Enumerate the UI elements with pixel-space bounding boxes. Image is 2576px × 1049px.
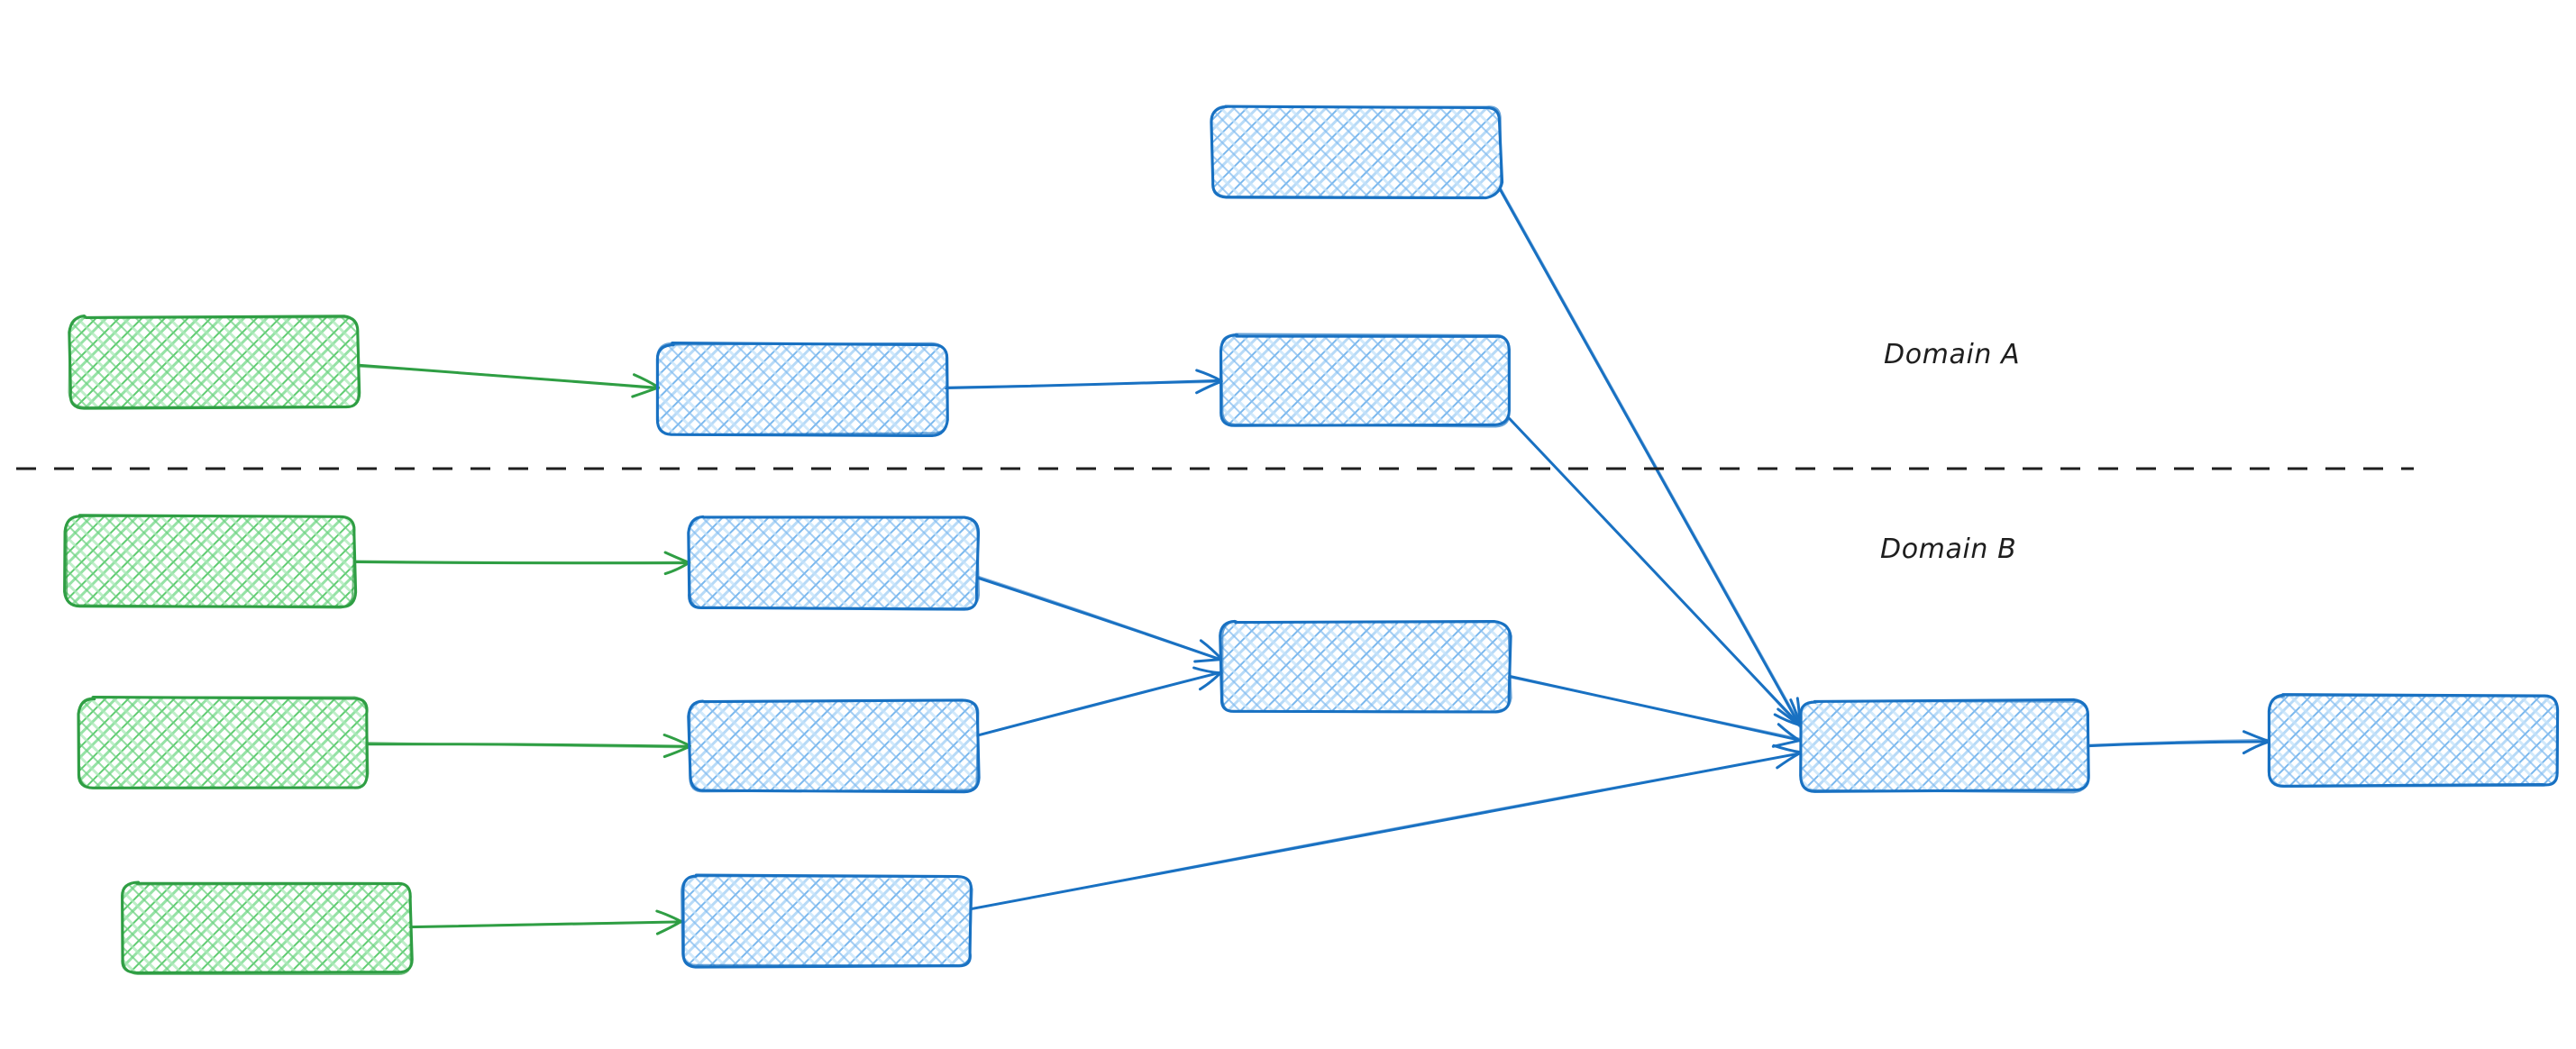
nodes-layer <box>63 105 2560 976</box>
node-a-process-1[interactable] <box>655 342 949 438</box>
edge-a-process-1-to-a-process-2 <box>944 369 1223 395</box>
edge-b-source-1-to-b-process-1 <box>352 551 691 576</box>
domain-b-label: Domain B <box>1880 534 2017 565</box>
edge-b-source-2-to-b-process-2 <box>366 734 691 759</box>
node-a-process-3[interactable] <box>1210 105 1504 200</box>
node-b-merge-1[interactable] <box>1219 619 1512 714</box>
edge-a-source-1-to-a-process-1 <box>357 363 660 398</box>
node-b-source-2[interactable] <box>77 696 370 789</box>
node-a-process-2[interactable] <box>1219 333 1511 428</box>
node-b-source-1[interactable] <box>63 514 358 609</box>
node-b-source-3[interactable] <box>121 880 414 976</box>
edge-b-process-3-to-b-sink-1 <box>969 743 1802 911</box>
node-b-process-1[interactable] <box>687 515 981 611</box>
edge-b-sink-1-to-b-sink-2 <box>2087 730 2270 755</box>
node-b-sink-1[interactable] <box>1799 698 2090 794</box>
edge-b-source-3-to-b-process-3 <box>408 909 686 935</box>
node-b-process-2[interactable] <box>687 698 981 794</box>
domain-a-label: Domain A <box>1884 339 2021 370</box>
edge-b-merge-1-to-b-sink-1 <box>1507 675 1803 748</box>
edge-b-process-1-to-b-merge-1 <box>975 576 1223 663</box>
edge-b-process-2-to-b-merge-1 <box>976 666 1223 737</box>
node-b-sink-2[interactable] <box>2267 693 2560 789</box>
edge-a-process-2-to-b-sink-1 <box>1507 416 1802 728</box>
node-a-source-1[interactable] <box>68 314 361 410</box>
node-b-process-3[interactable] <box>681 873 973 969</box>
